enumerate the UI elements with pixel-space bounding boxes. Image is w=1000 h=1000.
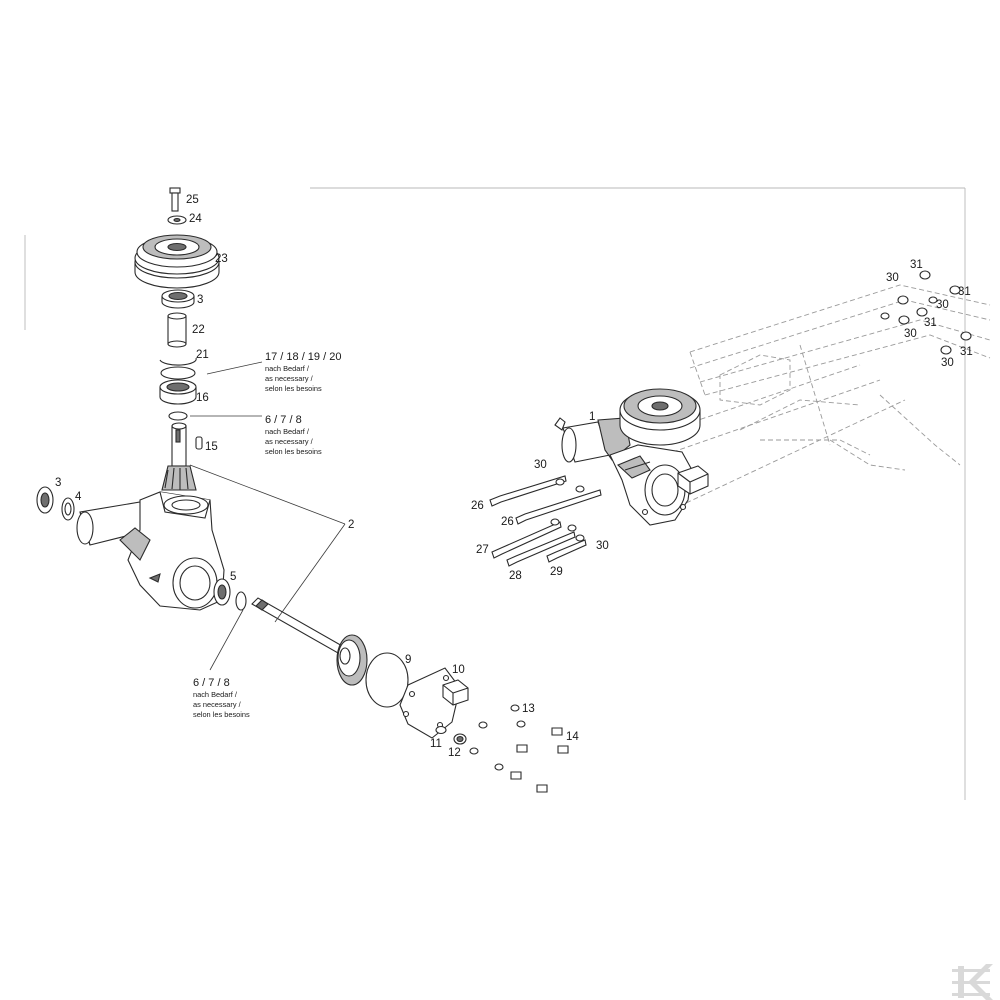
callout-30-c: 30 (886, 272, 899, 284)
note-head: 6 / 7 / 8 (193, 677, 230, 689)
callout-31-c: 31 (924, 317, 937, 329)
bearing-16 (159, 379, 197, 405)
callout-1: 1 (589, 411, 595, 423)
plug-12 (453, 733, 467, 745)
bolts-14 (510, 727, 569, 793)
callout-16: 16 (196, 392, 209, 404)
callout-labels: 25 24 23 3 22 21 16 15 2 3 4 5 9 10 11 1… (55, 194, 973, 759)
drive-shaft-2 (251, 597, 368, 686)
callout-23: 23 (215, 253, 228, 265)
callout-2: 2 (348, 519, 354, 531)
callout-31-d: 31 (960, 346, 973, 358)
callout-25: 25 (186, 194, 199, 206)
shim-17-20 (160, 366, 196, 380)
o-ring-9 (365, 652, 409, 708)
bolt-25 (169, 187, 181, 212)
bolts-26-29 (489, 475, 602, 567)
kramp-k-logo-icon (952, 964, 993, 1000)
callout-30-f: 30 (941, 357, 954, 369)
leader-lines (189, 361, 601, 671)
washers-nuts-30-31 (880, 270, 972, 355)
callout-14: 14 (566, 731, 579, 743)
callout-3-upper: 3 (197, 294, 203, 306)
note-line-en: as necessary / (193, 700, 242, 709)
note-line-en: as necessary / (265, 374, 314, 383)
note-line-de: nach Bedarf / (265, 364, 310, 373)
note-shims-17-20: 17 / 18 / 19 / 20 nach Bedarf / as neces… (265, 351, 341, 393)
bearing-3-upper (161, 289, 195, 309)
callout-29: 29 (550, 566, 563, 578)
callout-11: 11 (430, 738, 442, 750)
note-line-de: nach Bedarf / (193, 690, 238, 699)
callout-30-e: 30 (904, 328, 917, 340)
callout-27: 27 (476, 544, 489, 556)
note-shims-6-8-lower: 6 / 7 / 8 nach Bedarf / as necessary / s… (193, 677, 250, 719)
callout-13: 13 (522, 703, 535, 715)
washer-24 (167, 215, 187, 225)
shim-6-8-lower (235, 591, 247, 611)
callout-30-b: 30 (596, 540, 609, 552)
callout-30-d: 30 (936, 299, 949, 311)
bearing-5 (213, 578, 231, 606)
callout-31-a: 31 (910, 259, 923, 271)
circlip-21 (159, 357, 197, 366)
note-line-en: as necessary / (265, 437, 314, 446)
callout-4: 4 (75, 491, 82, 503)
pulley-right (619, 388, 701, 446)
note-head: 17 / 18 / 19 / 20 (265, 351, 341, 363)
callout-15: 15 (205, 441, 218, 453)
callout-26-a: 26 (471, 500, 484, 512)
pulley-23 (134, 234, 220, 289)
plug-10 (442, 679, 469, 706)
note-line-fr: selon les besoins (193, 710, 250, 719)
nuts-13 (469, 704, 526, 771)
pinion-shaft (161, 422, 197, 491)
note-head: 6 / 7 / 8 (265, 414, 302, 426)
callout-30-a: 30 (534, 459, 547, 471)
bearing-3-left (36, 486, 54, 514)
seal-4 (61, 497, 75, 521)
shim-6-8-upper (168, 411, 188, 421)
callout-12: 12 (448, 747, 461, 759)
callout-22: 22 (192, 324, 205, 336)
note-shims-6-8-upper: 6 / 7 / 8 nach Bedarf / as necessary / s… (265, 414, 322, 456)
key-15 (195, 436, 203, 450)
washer-11 (435, 725, 447, 735)
callout-26-b: 26 (501, 516, 514, 528)
note-line-fr: selon les besoins (265, 447, 322, 456)
callout-21: 21 (196, 349, 209, 361)
callout-9: 9 (405, 654, 411, 666)
callout-28: 28 (509, 570, 522, 582)
note-line-de: nach Bedarf / (265, 427, 310, 436)
callout-10: 10 (452, 664, 465, 676)
washers-30-lower (550, 478, 585, 542)
frame-guides (24, 187, 966, 800)
callout-31-b: 31 (958, 286, 971, 298)
callout-5: 5 (230, 571, 236, 583)
callout-24: 24 (189, 213, 202, 225)
callout-3-left: 3 (55, 477, 61, 489)
gearbox-housing-left (76, 491, 225, 611)
sleeve-22 (167, 312, 187, 348)
note-line-fr: selon les besoins (265, 384, 322, 393)
